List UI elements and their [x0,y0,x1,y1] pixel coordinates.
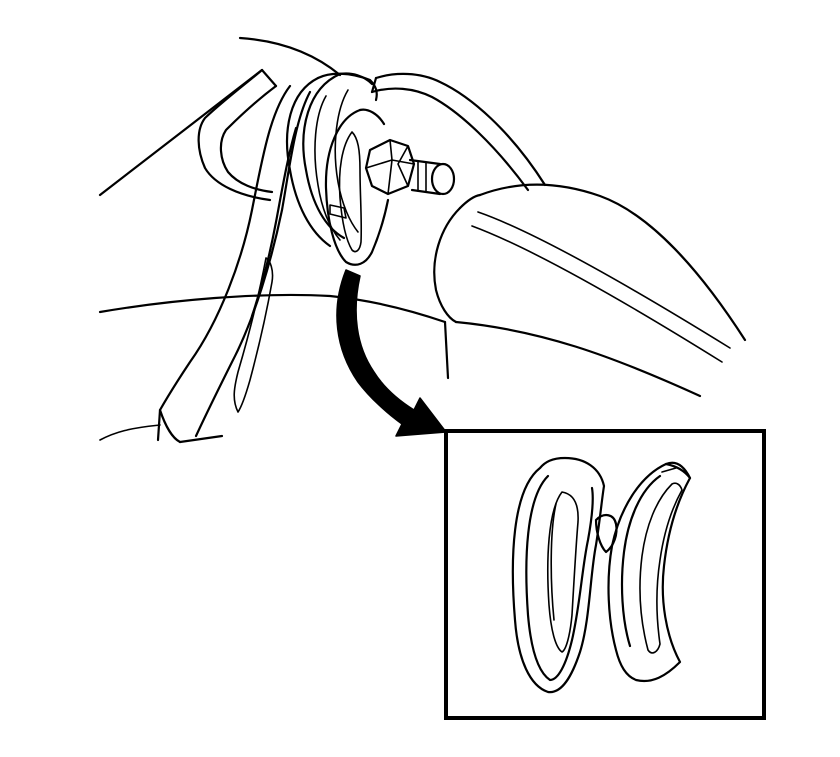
exhaust-pipe [433,183,747,398]
hanger-insulator-ring [286,72,378,248]
vehicle-body-panel [98,36,450,441]
slotted-clamp-plate [324,108,390,266]
detail-inset [444,429,766,720]
isolator-pad-left [511,456,606,694]
callout-arrow [336,269,447,437]
hex-nut [364,138,416,196]
hanger-bracket-channel [197,68,547,202]
isolator-pad-right [607,461,692,683]
hanger-isolator-strap [156,84,312,444]
detail-inset-frame [444,429,766,720]
isolator-tab [594,514,618,554]
bolt-stud [408,158,456,196]
